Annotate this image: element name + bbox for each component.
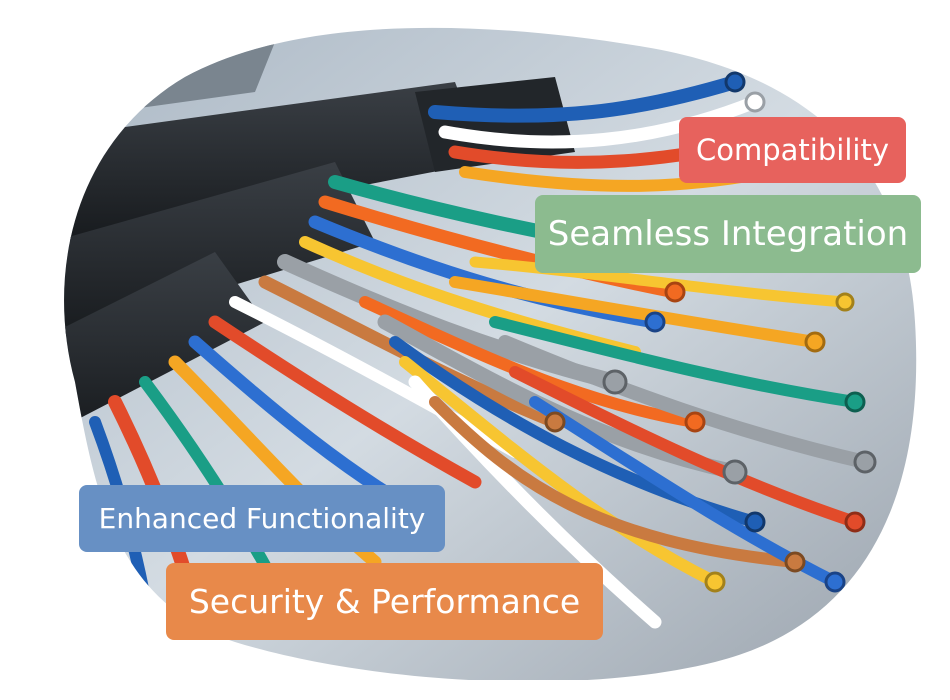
compatibility-tag: Compatibility xyxy=(679,117,906,183)
seamless-integration-tag: Seamless Integration xyxy=(535,195,921,273)
security-performance-label: Security & Performance xyxy=(188,582,581,621)
enhanced-functionality-tag: Enhanced Functionality xyxy=(79,485,445,552)
security-performance-tag: Security & Performance xyxy=(166,563,603,640)
seamless-integration-label: Seamless Integration xyxy=(547,214,909,254)
enhanced-functionality-label: Enhanced Functionality xyxy=(98,502,426,535)
compatibility-label: Compatibility xyxy=(696,133,889,167)
